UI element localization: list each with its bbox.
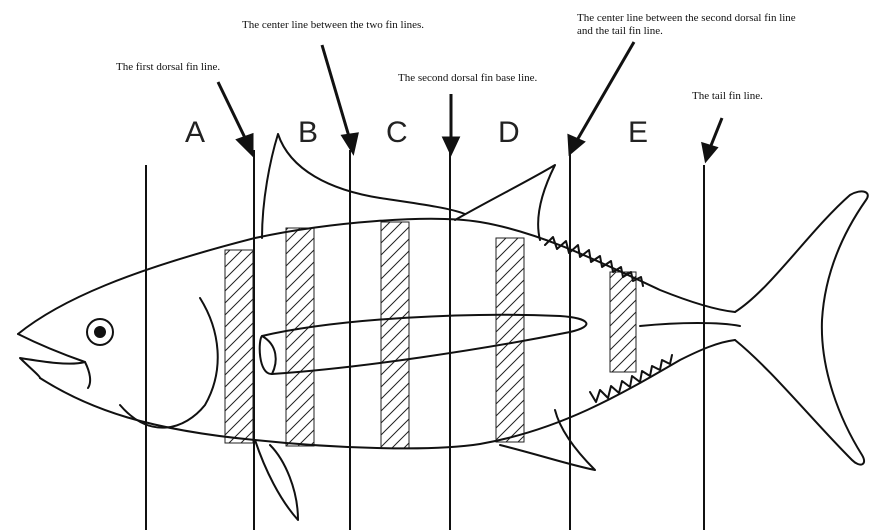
arrowhead-center-two-fins-icon [343,134,357,152]
pelvic-fin [255,440,298,520]
arrowhead-center-second-tail-icon [569,136,583,153]
hatched-band-e [610,272,636,372]
label-second-dorsal-base: The second dorsal fin base line. [398,72,537,85]
label-tail-fin: The tail fin line. [692,90,763,103]
arrow-first-dorsal [218,82,247,142]
fish-mouth [18,334,85,378]
section-letter-e: E [628,118,648,148]
arrow-center-second-tail [576,42,634,142]
label-center-second-tail-line2: and the tail fin line. [577,25,663,38]
label-center-second-tail-line1: The center line between the second dorsa… [577,12,796,25]
arrow-tail-fin [710,118,722,148]
hatched-band-c [381,222,409,448]
section-letter-b: B [298,118,318,148]
hatched-band-d [496,238,524,442]
arrowhead-tail-fin-icon [703,144,716,160]
label-center-two-fins: The center line between the two fin line… [242,19,424,32]
section-letter-d: D [498,118,520,148]
hatched-bands [225,222,636,448]
fish-eye-inner [95,327,105,337]
section-letter-c: C [386,118,408,148]
arrowhead-second-dorsal-base-icon [444,138,458,153]
hatched-band-a [225,250,253,443]
label-first-dorsal: The first dorsal fin line. [116,61,220,74]
gill-cover [120,298,218,428]
hatched-band-b [286,228,314,446]
tail-fin [735,191,868,464]
section-letter-a: A [185,118,205,148]
arrow-center-two-fins [322,45,350,140]
lateral-keel [640,323,740,326]
arrowhead-first-dorsal-icon [238,135,252,154]
second-dorsal-fin [455,165,555,240]
